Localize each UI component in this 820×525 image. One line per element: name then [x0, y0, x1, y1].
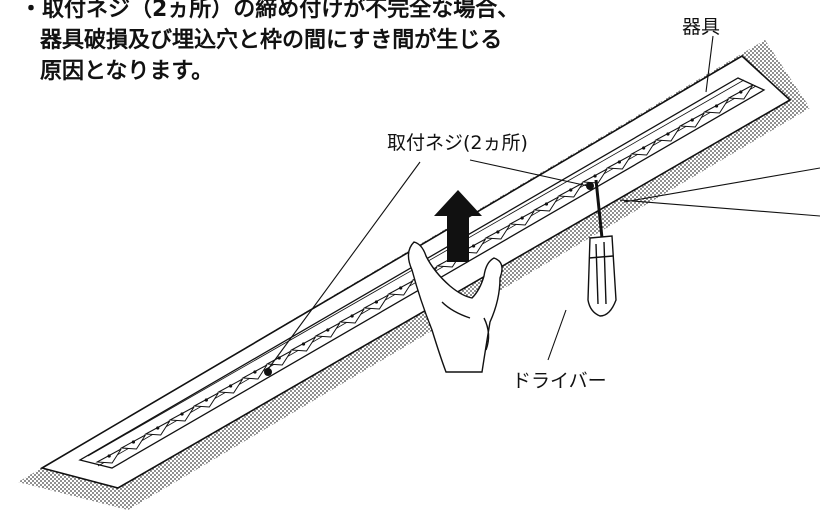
louver-lamp-dot [131, 440, 136, 444]
louver-lamp-dot [496, 230, 500, 234]
louver-lamp-dot [520, 216, 524, 220]
louver-lamp-dot [277, 356, 281, 360]
louver-lamp-dot [229, 384, 233, 388]
louver-lamp-dot [739, 90, 743, 94]
louver-lamp-dot [350, 314, 354, 318]
mounting-screws-label: 取付ネジ(2ヵ所) [387, 132, 528, 154]
louver-lamp-dot [642, 146, 646, 150]
louver-lamp-dot [326, 328, 330, 332]
louver-lamp-dot [156, 426, 160, 430]
warning-line-2: 器具破損及び埋込穴と枠の間にすき間が生じる [40, 28, 503, 53]
leader-lines [265, 35, 820, 373]
warning-line-3: 原因となります。 [40, 59, 214, 84]
louver-lamp-dot [471, 244, 476, 248]
mounting-screw-icon [264, 182, 594, 376]
louver-lamp-dot [301, 342, 306, 346]
louver-lamp-dot [180, 412, 184, 416]
louver-lamp-dot [569, 188, 573, 192]
fixture-label: 器具 [682, 16, 721, 38]
louver-lamp-dot [666, 132, 670, 136]
louver-lamp-dot [617, 160, 621, 164]
louver-lamp-dot [593, 174, 597, 178]
louver-lamp-dot [690, 118, 694, 122]
hand-icon [407, 241, 503, 373]
louver-lamp-dot [374, 300, 379, 304]
warning-line-1: ・取付ネジ（2ヵ所）の締め付けが不完全な場合、 [20, 0, 520, 22]
warning-note: ・取付ネジ（2ヵ所）の締め付けが不完全な場合、 器具破損及び埋込穴と枠の間にすき… [20, 0, 520, 87]
screwdriver-label: ドライバー [512, 370, 607, 392]
louver-lamp-dot [253, 370, 257, 374]
louver-lamp-dot [714, 104, 719, 108]
screwdriver-icon [587, 179, 617, 317]
louver-lamp-dot [107, 454, 111, 458]
louver-lamp-dot [204, 398, 208, 402]
up-arrow-icon [434, 190, 482, 262]
louver-lamp-dot [399, 286, 403, 290]
louver-lamp-dot [544, 202, 549, 206]
louver-cells [95, 84, 754, 464]
